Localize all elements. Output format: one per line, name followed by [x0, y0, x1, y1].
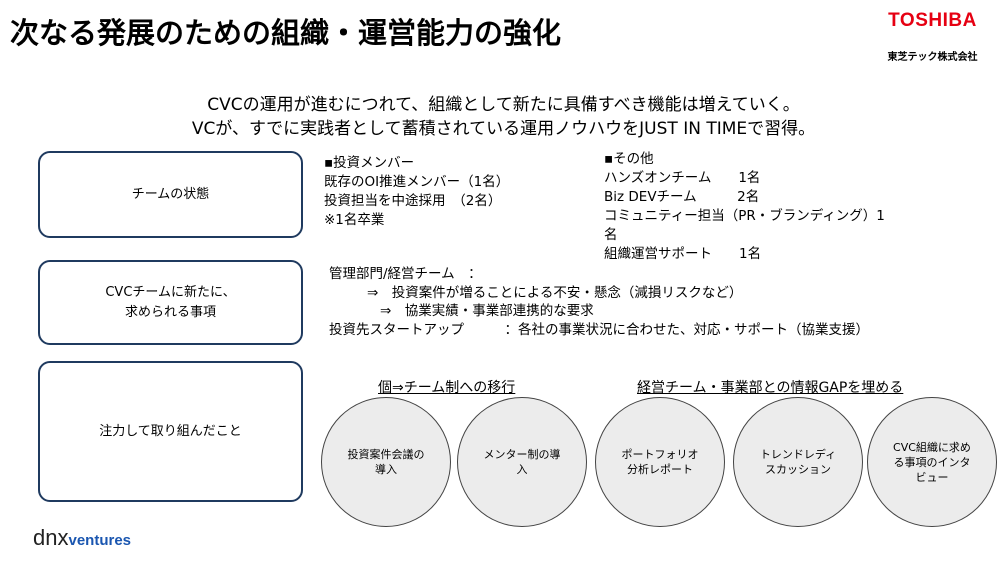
others-item: 名	[604, 227, 618, 243]
others-item: コミュニティー担当（PR・ブランディング）1	[604, 208, 885, 224]
company-name: 東芝テック株式会社	[887, 52, 978, 63]
circle-investment-meeting: 投資案件会議の導入	[321, 397, 451, 527]
members-item: ※1名卒業	[324, 212, 385, 228]
others-item: ハンズオンチーム 1名	[604, 170, 761, 186]
logo-ventures: ventures	[68, 532, 132, 549]
requirements-line: ⇒ 投資案件が増ることによる不安・懸念（減損リスクなど）	[367, 285, 743, 301]
others-heading: ▪その他	[604, 151, 654, 167]
lead-line-1: CVCの運用が進むにつれて、組織として新たに具備すべき機能は増えていく。	[207, 95, 800, 115]
brand-block: TOSHIBA 東芝テック株式会社	[870, 10, 995, 63]
others-item: 組織運営サポート 1名	[604, 246, 762, 262]
circle-trend-discussion: トレンドレディスカッション	[733, 397, 863, 527]
circle-mentor-system: メンター制の導入	[457, 397, 587, 527]
circle-portfolio-report: ポートフォリオ分析レポート	[595, 397, 725, 527]
circle-cvc-interview: CVC組織に求める事項のインタビュー	[867, 397, 997, 527]
requirements-line: 投資先スタートアップ ：各社の事業状況に合わせた、対応・サポート（協業支援）	[329, 322, 869, 338]
team-state-label: チームの状態	[131, 186, 210, 202]
logo-dnx: dnx	[33, 525, 69, 550]
members-heading: ▪投資メンバー	[324, 155, 415, 171]
members-item: 既存のOI推進メンバー（1名）	[324, 174, 510, 190]
members-item: 投資担当を中途採用 （2名）	[324, 193, 502, 209]
page-title: 次なる発展のための組織・運営能力の強化	[10, 16, 562, 50]
others-block: ▪その他 ハンズオンチーム 1名 Biz DEVチーム 2名 コミュニティー担当…	[604, 150, 885, 264]
requirements-label-box: CVCチームに新たに、 求められる事項	[38, 260, 303, 345]
focus-label: 注力して取り組んだこと	[99, 423, 242, 439]
toshiba-logo: TOSHIBA	[888, 10, 977, 31]
focus-label-box: 注力して取り組んだこと	[38, 361, 303, 502]
others-item: Biz DEVチーム 2名	[604, 189, 760, 205]
team-state-label-box: チームの状態	[38, 151, 303, 238]
requirements-label-line-2: 求められる事項	[124, 304, 216, 320]
requirements-label-line-1: CVCチームに新たに、	[105, 284, 236, 300]
group-team-heading: 個⇒チーム制への移行	[378, 380, 516, 396]
group-info-gap-heading: 経営チーム・事業部との情報GAPを埋める	[637, 380, 904, 396]
lead-line-2: VCが、すでに実践者として蓄積されている運用ノウハウをJUST IN TIMEで…	[191, 119, 816, 139]
dnx-ventures-logo: dnxventures	[33, 525, 131, 551]
requirements-line: 管理部門/経営チーム ：	[329, 266, 482, 282]
members-block: ▪投資メンバー 既存のOI推進メンバー（1名） 投資担当を中途採用 （2名） ※…	[324, 154, 509, 230]
requirements-line: ⇒ 協業実績・事業部連携的な要求	[380, 303, 594, 319]
